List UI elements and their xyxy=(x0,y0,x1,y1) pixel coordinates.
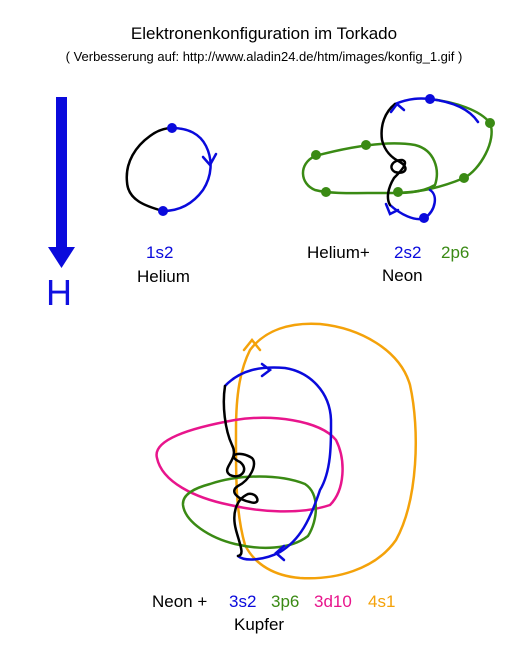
kupfer-direction-3s-icon xyxy=(260,362,273,378)
kupfer-direction-bottom-icon xyxy=(274,544,286,562)
arrow-label: H xyxy=(46,272,72,313)
electron-dot xyxy=(485,118,495,128)
kupfer-core-path xyxy=(222,384,259,558)
kupfer-3p-path xyxy=(181,475,318,549)
electron-dot xyxy=(158,206,168,216)
electron-dot xyxy=(167,123,177,133)
arrow-head xyxy=(48,247,75,268)
kupfer-orbital-3d-label: 3d10 xyxy=(314,592,352,611)
neon-orbitals xyxy=(301,94,495,223)
page-subtitle: ( Verbesserung auf: http://www.aladin24.… xyxy=(65,49,463,64)
neon-orbital-2p-label: 2p6 xyxy=(441,243,470,262)
kupfer-4s-path xyxy=(234,322,418,580)
neon-2s-path xyxy=(393,97,480,124)
page-title: Elektronenkonfiguration im Torkado xyxy=(130,24,398,43)
neon-prefix-label: Helium+ xyxy=(307,243,370,262)
kupfer-orbital-4s-label: 4s1 xyxy=(368,592,396,611)
helium-direction-icon xyxy=(201,152,218,168)
electron-dot xyxy=(419,213,429,223)
helium-core-path xyxy=(125,126,174,213)
neon-core-path xyxy=(380,102,407,207)
neon-direction-top-icon xyxy=(389,102,406,114)
helium-orbital xyxy=(125,123,218,216)
electron-dot xyxy=(459,173,469,183)
helium-name-label: Helium xyxy=(137,267,190,286)
kupfer-3d-path xyxy=(155,416,344,513)
kupfer-3s-path xyxy=(223,366,333,561)
kupfer-name-label: Kupfer xyxy=(234,615,285,634)
neon-direction-bottom-icon xyxy=(384,202,400,216)
electron-dot xyxy=(311,150,321,160)
arrow-shaft xyxy=(56,97,67,247)
neon-orbital-2s-label: 2s2 xyxy=(394,243,422,262)
electron-dot xyxy=(321,187,331,197)
kupfer-prefix-label: Neon + xyxy=(152,592,208,611)
down-arrow-icon xyxy=(48,97,75,268)
electron-dot xyxy=(361,140,371,150)
kupfer-orbitals xyxy=(155,322,418,580)
neon-name-label: Neon xyxy=(382,266,423,285)
neon-2p-outer-path xyxy=(396,97,493,195)
electron-dot xyxy=(425,94,435,104)
neon-2p-path xyxy=(301,142,439,195)
helium-1s-path xyxy=(161,126,212,213)
kupfer-orbital-3p-label: 3p6 xyxy=(271,592,300,611)
helium-orbital-label: 1s2 xyxy=(146,243,174,262)
kupfer-orbital-3s-label: 3s2 xyxy=(229,592,257,611)
electron-dot xyxy=(393,187,403,197)
kupfer-direction-top-icon xyxy=(242,337,262,352)
